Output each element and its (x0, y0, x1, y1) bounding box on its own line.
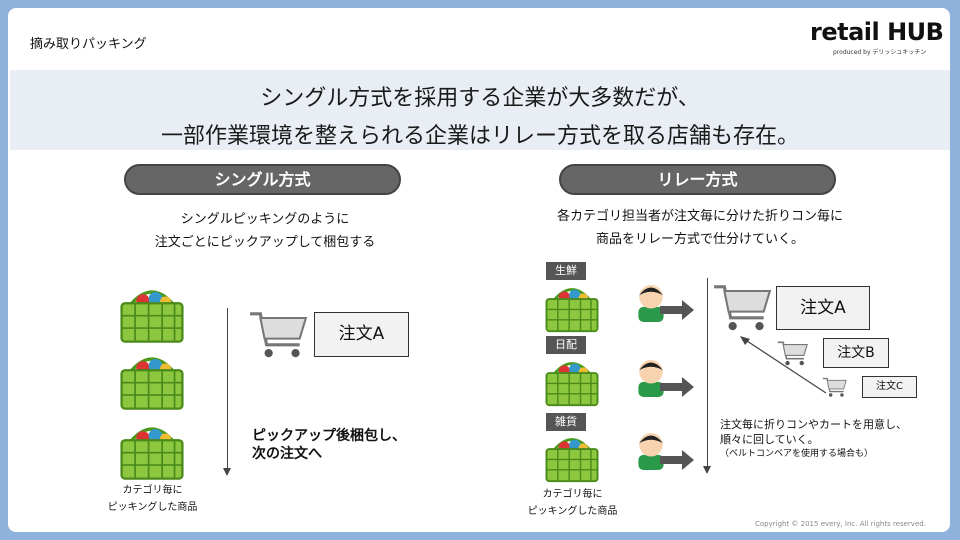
basket-icon (118, 350, 186, 412)
basket-icon (118, 283, 186, 345)
relay-method-pill: リレー方式 (559, 164, 836, 195)
arrow-right-icon (660, 377, 694, 397)
cart-icon (712, 278, 774, 336)
category-label: 雑貨 (546, 413, 586, 431)
single-desc-line: シングルピッキングのように (180, 212, 350, 227)
single-desc-line: 注文ごとにピックアップして梱包する (154, 235, 376, 250)
single-description: シングルピッキングのように注文ごとにピックアップして梱包する (110, 208, 420, 254)
relay-caption: カテゴリ毎にピッキングした商品 (515, 486, 630, 520)
single-method-pill: シングル方式 (124, 164, 401, 195)
basket-icon (542, 432, 602, 484)
relay-desc-line: 各カテゴリ担当者が注文毎に分けた折りコン毎に (556, 209, 843, 224)
order-a-box: 注文A (314, 312, 409, 357)
arrow-right-icon (660, 450, 694, 470)
single-note: ピックアップ後梱包し、次の注文へ (252, 427, 406, 463)
flow-arrow (703, 278, 711, 474)
single-caption: カテゴリ毎にピッキングした商品 (95, 482, 210, 516)
order-a-box: 注文A (776, 286, 870, 330)
copyright: Copyright © 2015 every, Inc. All rights … (755, 520, 926, 528)
note-line: 次の注文へ (252, 446, 322, 462)
note-line: 注文毎に折りコンやカートを用意し、 (720, 418, 907, 431)
caption-line: カテゴリ毎に (542, 489, 603, 500)
logo: retail HUB (810, 18, 944, 46)
relay-desc-line: 商品をリレー方式で仕分けていく。 (595, 232, 804, 247)
category-label: 日配 (546, 336, 586, 354)
cart-icon (248, 305, 310, 363)
headline-band: シングル方式を採用する企業が大多数だが、 一部作業環境を整えられる企業はリレー方… (10, 70, 950, 150)
logo-subtitle: produced by デリッシュキッチン (833, 49, 927, 56)
note-line: （ベルトコンベアを使用する場合も） (720, 449, 874, 459)
flow-arrow (223, 308, 231, 476)
basket-icon (542, 356, 602, 408)
caption-line: カテゴリ毎に (122, 485, 183, 496)
slide-title: 摘み取りパッキング (30, 37, 147, 52)
caption-line: ピッキングした商品 (107, 502, 198, 513)
note-line: ピックアップ後梱包し、 (252, 428, 406, 444)
note-line: 順々に回していく。 (720, 433, 819, 446)
basket-icon (118, 420, 186, 482)
order-b-box: 注文B (823, 338, 889, 368)
relay-description: 各カテゴリ担当者が注文毎に分けた折りコン毎に商品をリレー方式で仕分けていく。 (500, 205, 900, 251)
headline-line-1: シングル方式を採用する企業が大多数だが、 (260, 86, 700, 111)
headline-line-2: 一部作業環境を整えられる企業はリレー方式を取る店舗も存在。 (160, 124, 799, 149)
arrow-right-icon (660, 300, 694, 320)
caption-line: ピッキングした商品 (527, 506, 618, 517)
category-label: 生鮮 (546, 262, 586, 280)
relay-note: 注文毎に折りコンやカートを用意し、順々に回していく。 （ベルトコンベアを使用する場… (720, 417, 907, 462)
order-c-box: 注文C (862, 376, 917, 398)
diagonal-arrow (740, 336, 827, 394)
basket-icon (542, 282, 602, 334)
